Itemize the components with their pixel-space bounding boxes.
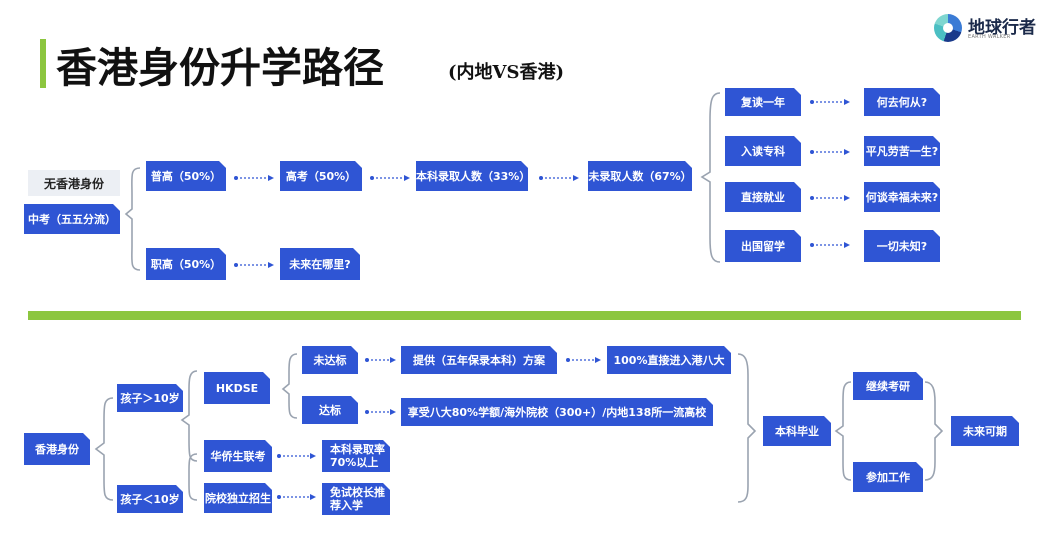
child-under-10-box: 孩子＜10岁 [117,485,183,513]
postgrad-box: 继续考研 [853,372,923,400]
result-box: 何谈幸福未来? [864,182,940,212]
benke-admit-box: 本科录取人数（33%） [416,161,528,191]
result-box: 何去何从? [864,88,940,116]
section-divider [28,311,1021,320]
hk-identity-box: 香港身份 [24,433,90,465]
page-title: 香港身份升学路径 [56,44,384,92]
independent-enrollment-box: 院校独立招生 [204,483,272,513]
logo-subtext: EARTH WALKER [968,34,1011,40]
option-box: 复读一年 [725,88,801,116]
option-box: 直接就业 [725,182,801,212]
no-hk-identity-label: 无香港身份 [28,170,120,196]
qualified-box: 达标 [302,396,358,424]
title-accent-bar [40,39,46,88]
page-subtitle: (内地VS香港) [448,62,564,83]
enjoy-quota-box: 享受八大80%学额/海外院校（300+）/内地138所一流高校 [401,398,713,426]
gaokao-box: 高考（50%） [280,161,362,191]
zhigao-box: 职高（50%） [146,248,226,280]
not-qualified-box: 未达标 [302,346,358,374]
child-over-10-box: 孩子＞10岁 [117,384,183,412]
principal-recommend-box: 免试校长推荐入学 [322,483,390,515]
not-admitted-box: 未录取人数（67%） [588,161,692,191]
option-box: 出国留学 [725,230,801,262]
overseas-chinese-exam-box: 华侨生联考 [204,440,272,472]
work-box: 参加工作 [853,462,923,492]
admission-rate-box: 本科录取率70%以上 [322,440,390,472]
plan-offer-box: 提供（五年保录本科）方案 [401,346,557,374]
promising-future-box: 未来可期 [951,416,1019,446]
direct-hk8-box: 100%直接进入港八大 [607,346,731,374]
logo-text: 地球行者 [968,18,1036,38]
hkdse-box: HKDSE [204,372,270,404]
zhongkao-box: 中考（五五分流） [24,204,120,234]
result-box: 平凡劳苦一生? [864,136,940,166]
future-where-box: 未来在哪里? [280,248,360,280]
graduate-box: 本科毕业 [763,416,831,446]
option-box: 入读专科 [725,136,801,166]
earth-logo-icon [934,14,962,42]
pugao-box: 普高（50%） [146,161,226,191]
result-box: 一切未知? [864,230,940,262]
